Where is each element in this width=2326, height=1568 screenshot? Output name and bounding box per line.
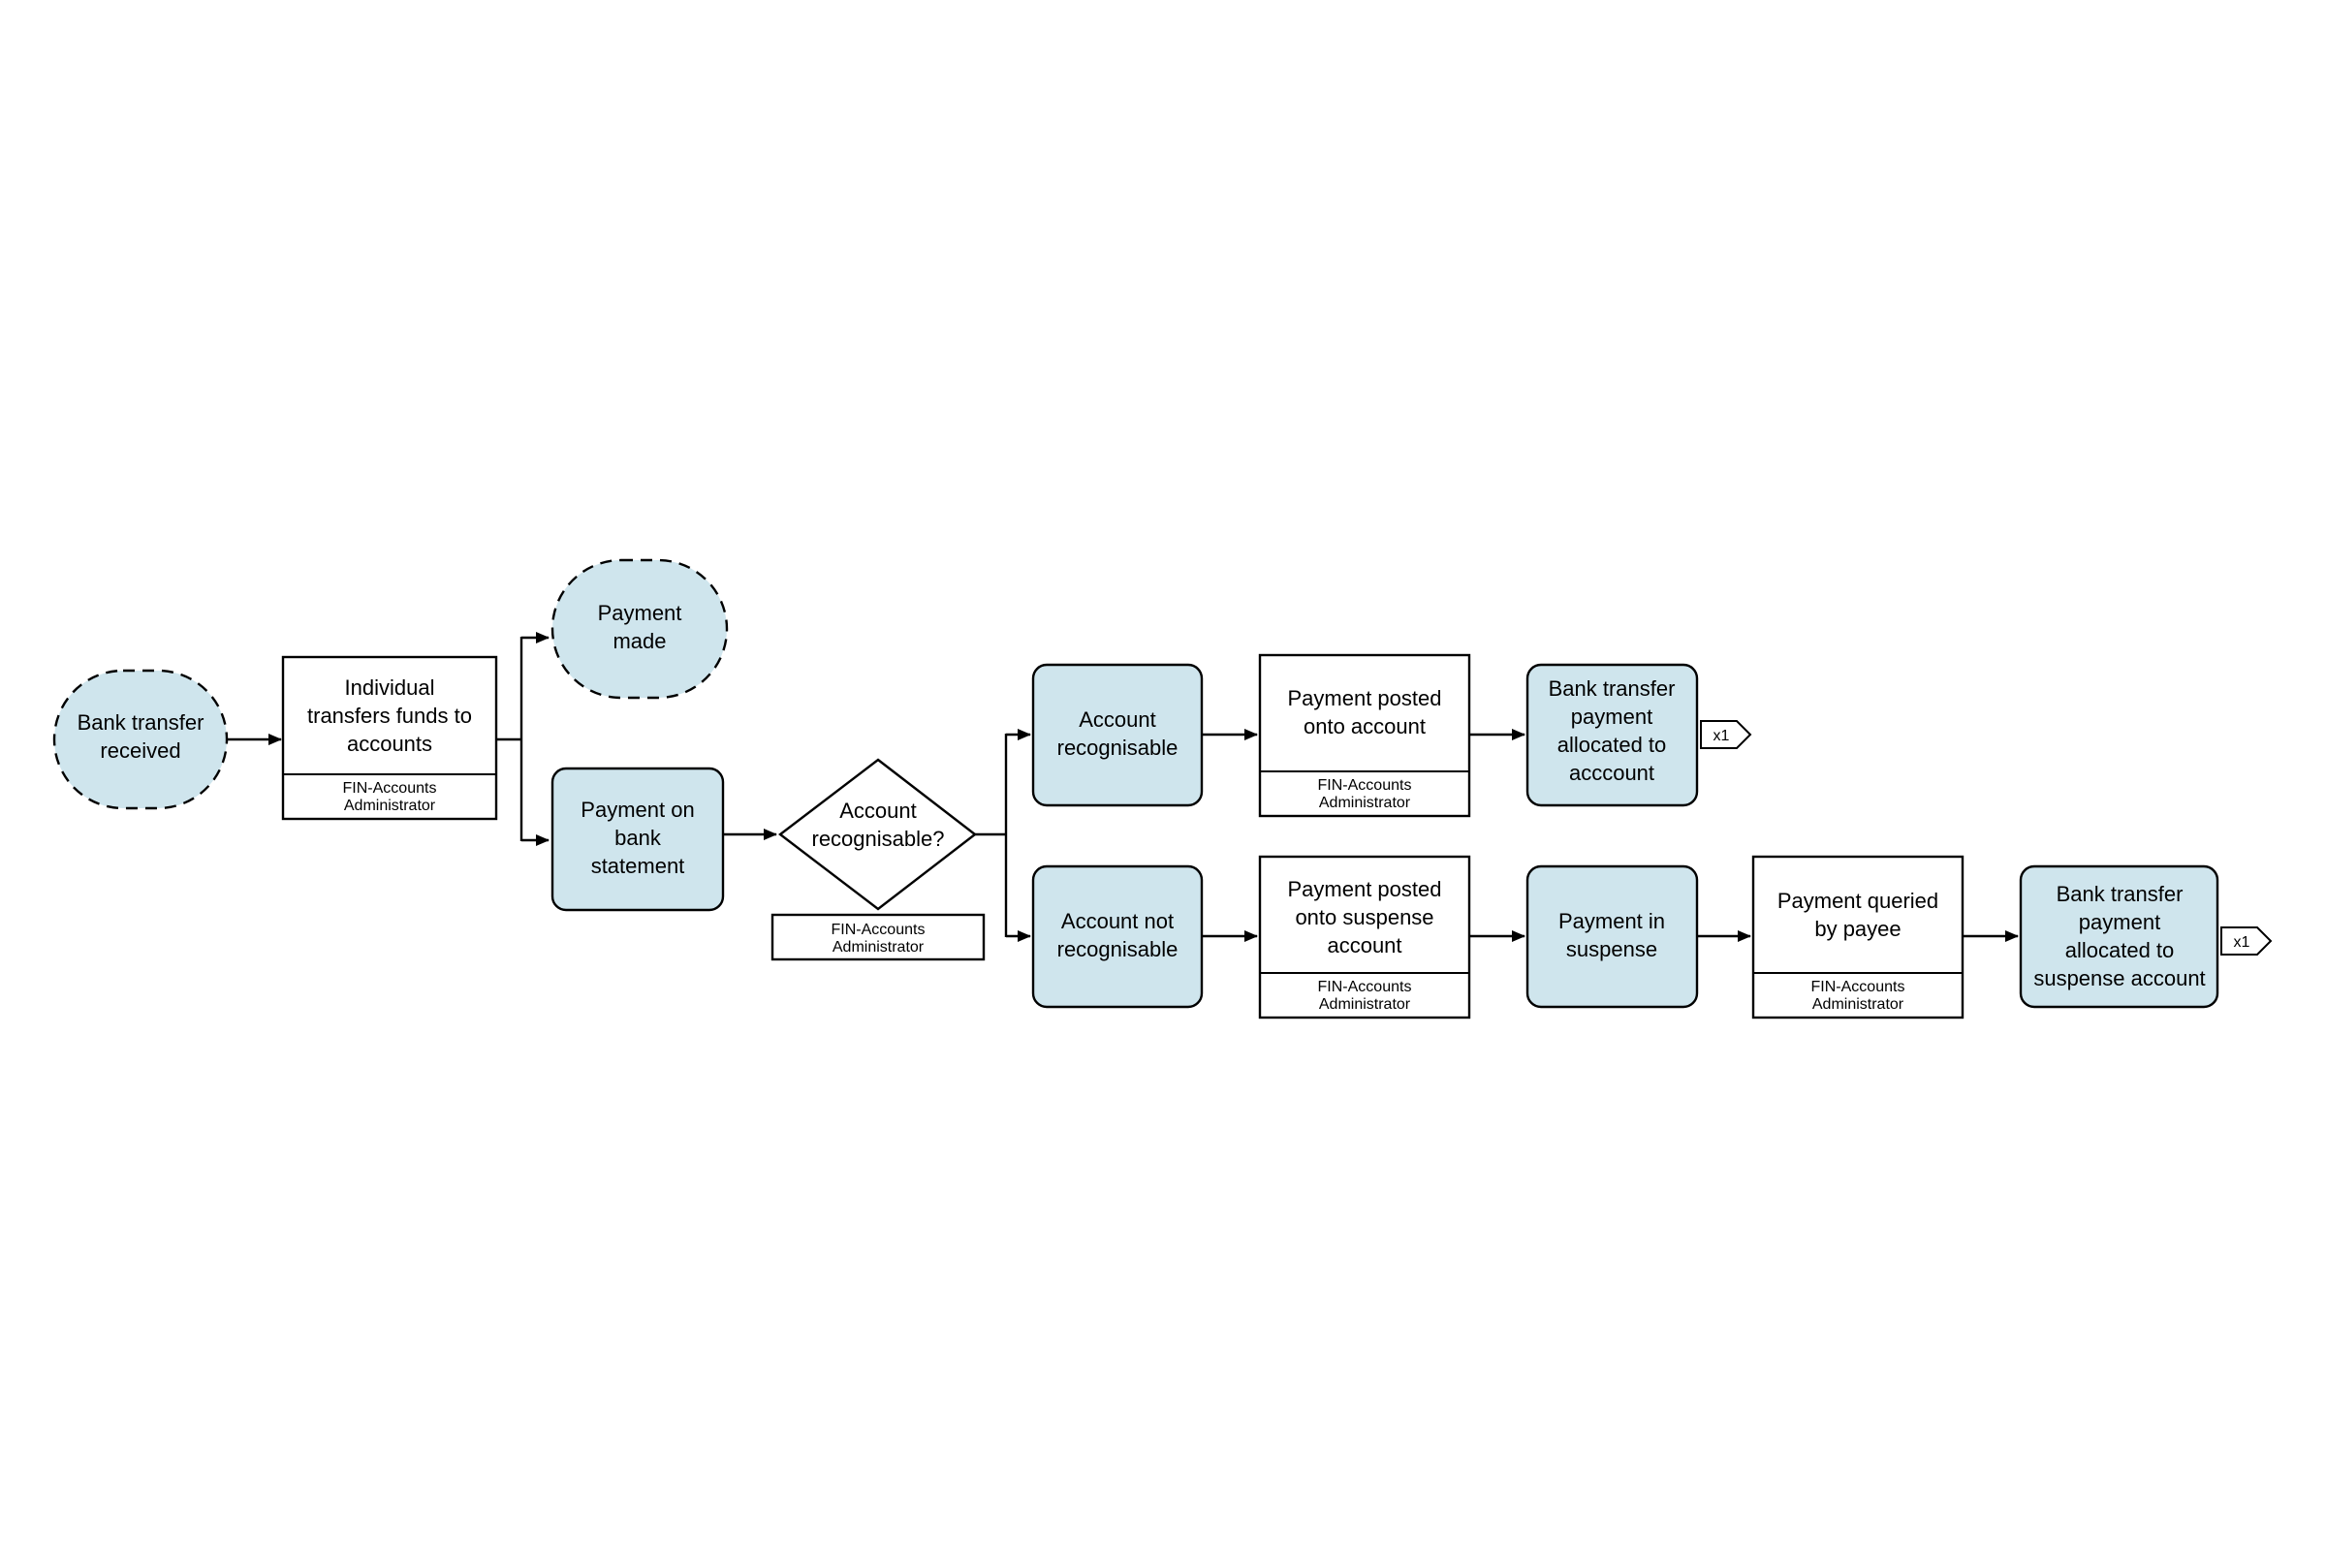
event-label: Bank transfer (2057, 882, 2184, 906)
function-label: Payment posted (1288, 686, 1442, 710)
function-payment-queried[interactable]: Payment queried by payee FIN-Accounts Ad… (1751, 855, 1965, 1019)
event-label: allocated to (2065, 938, 2175, 962)
function-label: account (1327, 933, 1401, 957)
event-label: statement (591, 854, 685, 878)
role-label: Administrator (1319, 795, 1411, 811)
function-label: transfers funds to (307, 704, 472, 728)
terminator-bottom[interactable]: x1 (2220, 926, 2273, 956)
event-payment-allocated-to-account[interactable]: Bank transfer payment allocated to accco… (1525, 663, 1699, 807)
event-label: payment (1571, 705, 1652, 729)
terminator-top[interactable]: x1 (1700, 720, 1752, 749)
decision-role-box: FIN-Accounts Administrator (770, 913, 986, 961)
event-label: suspense (1566, 937, 1657, 961)
function-label: onto suspense (1295, 905, 1433, 929)
role-label: FIN-Accounts (1811, 979, 1905, 995)
event-payment-on-bank-statement[interactable]: Payment on bank statement (550, 767, 725, 912)
event-label: received (100, 738, 180, 763)
terminator-label: x1 (2234, 934, 2250, 951)
event-payment-made[interactable]: Payment made (550, 558, 729, 700)
event-label: made (613, 629, 666, 653)
event-label: payment (2079, 910, 2160, 934)
event-label: Payment (598, 601, 682, 625)
role-label: Administrator (833, 939, 925, 956)
event-label: acccount (1569, 761, 1654, 785)
event-label: Account (1079, 707, 1156, 732)
function-payment-posted-suspense[interactable]: Payment posted onto suspense account FIN… (1258, 855, 1471, 1019)
role-label: Administrator (1812, 996, 1904, 1013)
event-label: Payment in (1558, 909, 1665, 933)
event-label: bank (614, 826, 662, 850)
event-bank-transfer-received[interactable]: Bank transfer received (52, 669, 229, 810)
event-account-recognisable[interactable]: Account recognisable (1031, 663, 1204, 807)
event-label: Bank transfer (1549, 676, 1676, 701)
decision-label: recognisable? (812, 827, 945, 851)
function-payment-posted-account[interactable]: Payment posted onto account FIN-Accounts… (1258, 653, 1471, 818)
event-label: recognisable (1057, 736, 1179, 760)
event-payment-in-suspense[interactable]: Payment in suspense (1525, 864, 1699, 1009)
connector-transfer-split (496, 637, 523, 841)
event-account-not-recognisable[interactable]: Account not recognisable (1031, 864, 1204, 1009)
event-label: suspense account (2033, 966, 2205, 990)
event-label: allocated to (1557, 733, 1667, 757)
terminator-label: x1 (1713, 728, 1730, 744)
role-label: Administrator (344, 798, 436, 814)
function-label: Individual (345, 675, 435, 700)
role-label: FIN-Accounts (343, 780, 437, 797)
event-label: recognisable (1057, 937, 1179, 961)
event-payment-allocated-to-suspense[interactable]: Bank transfer payment allocated to suspe… (2019, 864, 2219, 1009)
function-label: Payment posted (1288, 877, 1442, 901)
role-label: FIN-Accounts (1318, 777, 1412, 794)
connectors (227, 632, 2019, 942)
event-label: Account not (1061, 909, 1174, 933)
role-label: FIN-Accounts (832, 922, 926, 938)
connector-decision-split (975, 734, 1008, 937)
function-label: by payee (1814, 917, 1901, 941)
decision-label: Account (839, 799, 917, 823)
function-label: Payment queried (1777, 889, 1938, 913)
role-label: FIN-Accounts (1318, 979, 1412, 995)
function-label: accounts (347, 732, 432, 756)
event-label: Payment on (581, 798, 694, 822)
decision-account-recognisable[interactable]: Account recognisable? (778, 758, 977, 911)
function-individual-transfers[interactable]: Individual transfers funds to accounts F… (281, 655, 498, 821)
function-label: onto account (1304, 714, 1426, 738)
role-label: Administrator (1319, 996, 1411, 1013)
event-label: Bank transfer (78, 710, 204, 735)
